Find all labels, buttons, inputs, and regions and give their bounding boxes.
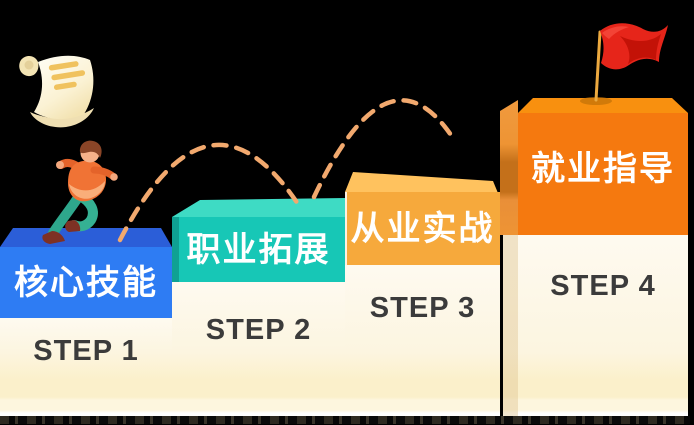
step-4-body [503, 235, 688, 417]
step-4-label: STEP 4 [550, 270, 656, 302]
step-3-body [345, 265, 500, 417]
runner-sash [69, 181, 105, 199]
runner-back-hand [56, 161, 64, 169]
step-1-header: 核心技能 [0, 247, 172, 318]
red-flag-icon [580, 23, 668, 105]
step-4-top-face [518, 98, 688, 113]
runner-front-hand [110, 173, 118, 181]
scroll-bottom-curl [30, 108, 94, 128]
step-4-side-face [500, 100, 518, 235]
step-3-title: 从业实战 [350, 209, 495, 248]
step-4-title: 就业指导 [531, 150, 675, 188]
step-2-top-face [172, 198, 345, 217]
step-2-label: STEP 2 [205, 314, 312, 346]
step-3-label: STEP 3 [369, 292, 476, 324]
step-3-header: 从业实战 [345, 192, 500, 265]
bottom-torn-edge [0, 416, 690, 424]
scroll-roll-core [24, 60, 34, 70]
runner-back-leg [48, 194, 82, 238]
step-2-header: 职业拓展 [172, 217, 345, 282]
scroll-text-lines [48, 61, 86, 90]
flag-cloth-shade [620, 34, 661, 64]
flag-cloth-highlight [602, 26, 629, 39]
runner-back-shoe [42, 231, 65, 244]
step-4-header: 就业指导 [518, 113, 688, 235]
step-1-label: STEP 1 [33, 335, 139, 367]
step-1-body [0, 318, 172, 417]
scroll-icon [19, 55, 94, 128]
runner-hair [79, 140, 102, 158]
flag-pole [594, 30, 602, 102]
step-2-title: 职业拓展 [186, 230, 331, 269]
step-2-body [172, 282, 345, 417]
step-1-title: 核心技能 [14, 263, 158, 302]
runner-front-shoe [65, 220, 81, 232]
runner-icon [42, 140, 118, 244]
